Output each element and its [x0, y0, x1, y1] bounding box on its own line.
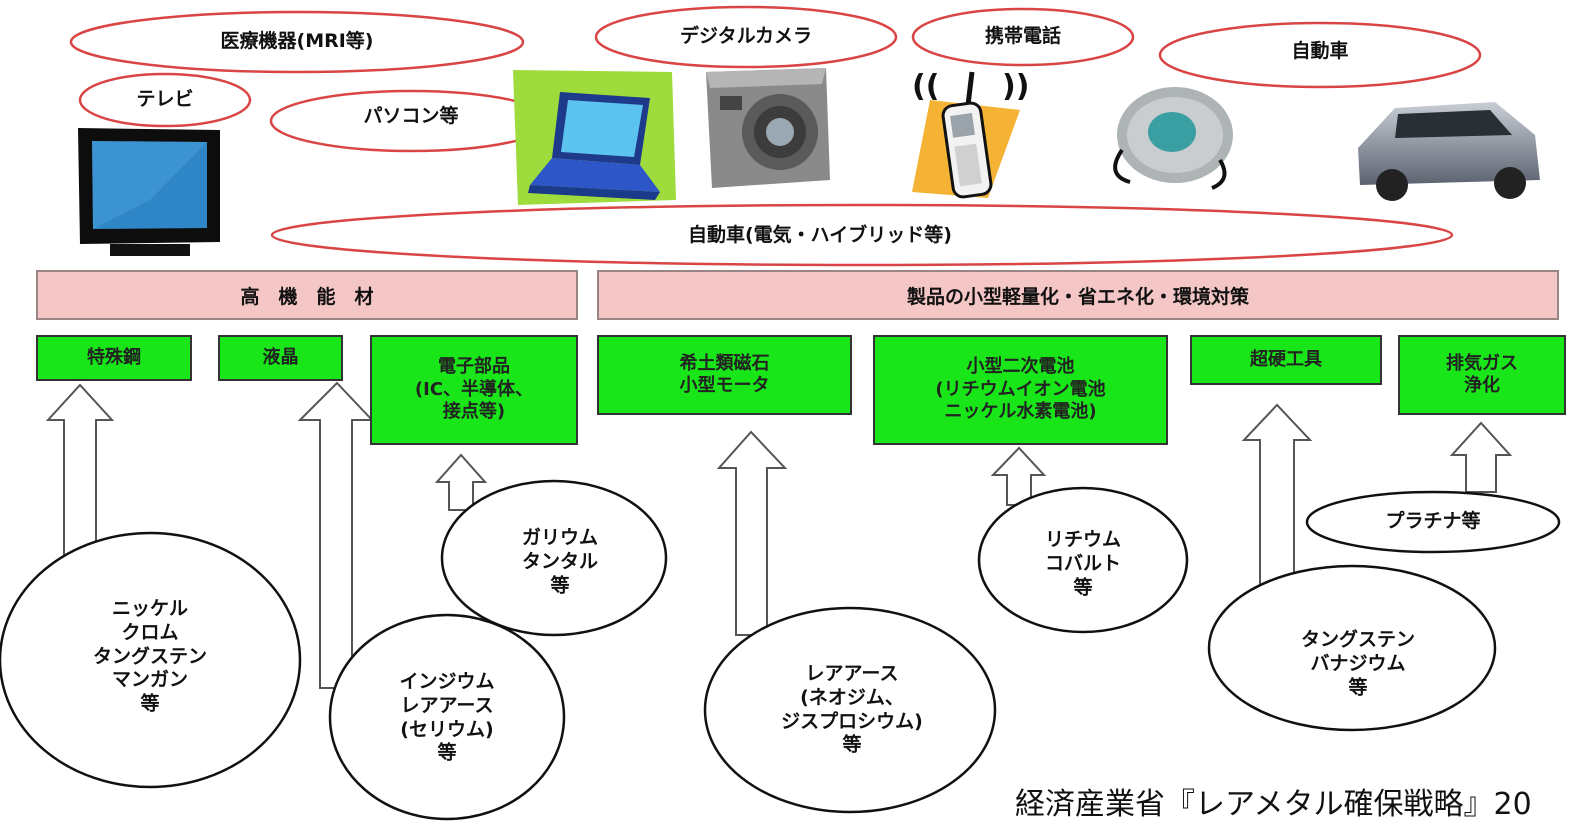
oval-camera — [594, 5, 898, 69]
arrow-special-steel — [45, 383, 115, 556]
oval-phone — [911, 7, 1135, 67]
label-lithium: リチウム コバルト 等 — [1044, 528, 1122, 598]
box-lcd: 液晶 — [218, 335, 343, 381]
label-gallium: ガリウム タンタル 等 — [521, 526, 599, 596]
oval-car-hybrid — [270, 203, 1454, 267]
oval-nickel — [0, 531, 302, 789]
laptop-icon — [513, 70, 676, 205]
arrow-magnet — [716, 430, 788, 636]
oval-tungsten — [1207, 564, 1497, 732]
car-icon — [1358, 102, 1540, 201]
box-battery: 小型二次電池 (リチウムイオン電池 ニッケル水素電池) — [873, 335, 1168, 445]
box-electronic-parts: 電子部品 (IC、半導体、 接点等) — [370, 335, 578, 445]
camera-icon — [706, 68, 830, 188]
svg-text:)): )) — [1002, 69, 1029, 104]
label-phone: 携帯電話 — [984, 25, 1062, 48]
label-pc: パソコン等 — [363, 105, 459, 128]
label-indium: インジウム レアアース (セリウム) 等 — [399, 670, 495, 764]
mobile-phone-icon: (( )) — [912, 69, 1029, 199]
label-rare-earth: レアアース (ネオジム、 ジスプロシウム) 等 — [781, 662, 923, 756]
box-magnet-motor: 希土類磁石 小型モータ — [597, 335, 852, 415]
svg-text:((: (( — [912, 69, 939, 104]
oval-platinum — [1305, 490, 1561, 554]
label-tungsten: タングステン バナジウム 等 — [1300, 628, 1416, 698]
label-camera: デジタルカメラ — [679, 25, 813, 48]
oval-lithium — [977, 486, 1189, 634]
oval-gallium — [440, 479, 668, 637]
oval-car-top — [1158, 21, 1482, 89]
source-caption: 経済産業省『レアメタル確保戦略』20 — [1015, 787, 1532, 822]
arrow-lcd — [297, 381, 375, 689]
label-platinum: プラチナ等 — [1385, 510, 1481, 533]
oval-medical — [69, 10, 525, 74]
oval-tv — [78, 72, 252, 128]
label-car-hybrid: 自動車(電気・ハイブリッド等) — [688, 224, 952, 247]
label-medical: 医療機器(MRI等) — [220, 30, 374, 53]
band-high-performance: 高 機 能 材 — [36, 270, 578, 320]
oval-rare-earth — [703, 606, 997, 814]
oval-indium — [328, 613, 566, 821]
arrow-tools — [1241, 403, 1313, 596]
tv-icon — [78, 128, 220, 256]
box-carbide-tools: 超硬工具 — [1190, 335, 1382, 385]
box-exhaust: 排気ガス 浄化 — [1398, 335, 1566, 415]
box-special-steel: 特殊鋼 — [36, 335, 192, 381]
label-car-top: 自動車 — [1291, 40, 1349, 63]
band-product-miniaturization: 製品の小型軽量化・省エネ化・環境対策 — [597, 270, 1559, 320]
cd-player-icon — [1113, 87, 1233, 190]
label-nickel: ニッケル クロム タングステン マンガン 等 — [92, 597, 208, 715]
label-tv: テレビ — [136, 88, 194, 111]
arrow-exhaust — [1449, 421, 1513, 493]
